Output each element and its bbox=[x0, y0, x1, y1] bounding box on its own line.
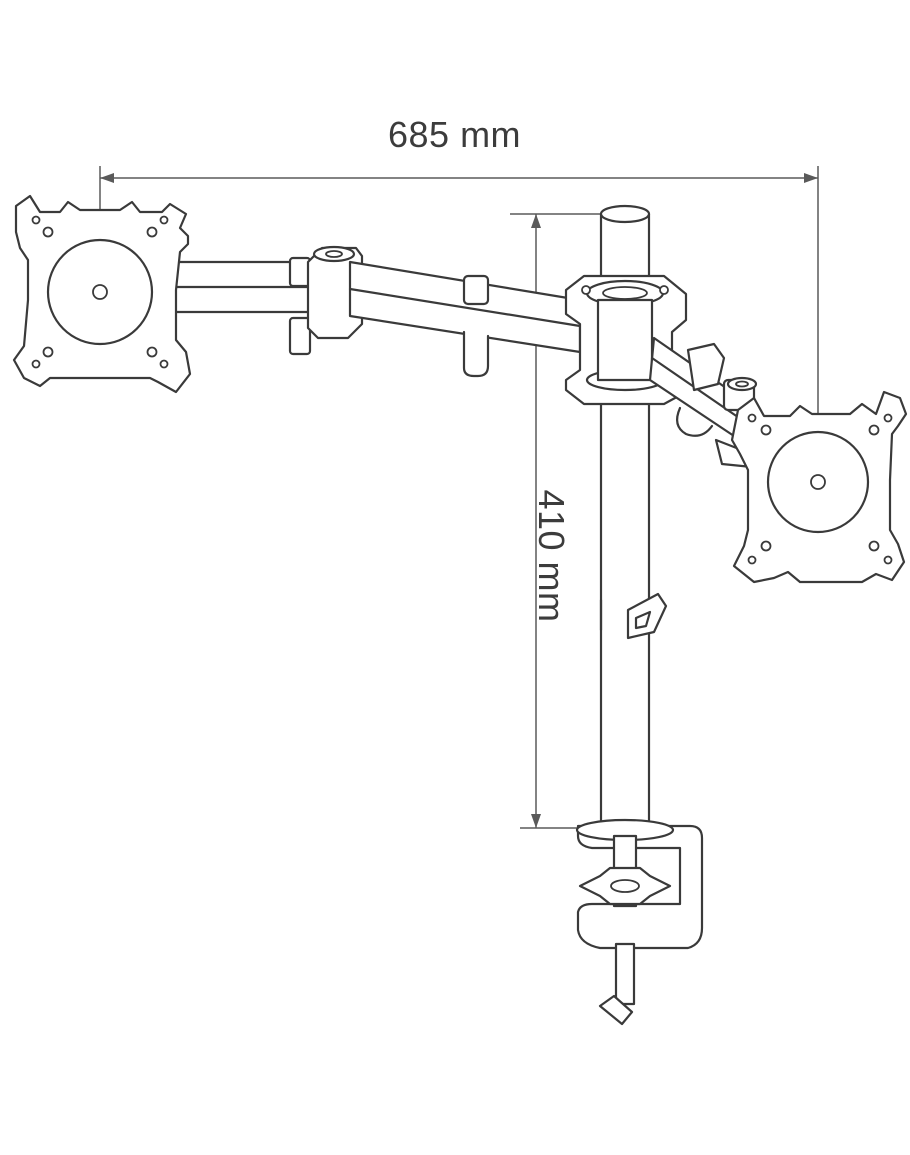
right-vesa-plate bbox=[730, 390, 908, 584]
left-arm-inner bbox=[158, 256, 332, 356]
width-dimension-label: 685 mm bbox=[388, 114, 522, 155]
cable-clip bbox=[626, 592, 668, 640]
desk-clamp bbox=[575, 818, 704, 1026]
height-dimension-label: 410 mm bbox=[531, 489, 572, 623]
left-vesa-plate bbox=[12, 194, 192, 394]
left-arm-outer bbox=[348, 260, 582, 378]
left-elbow-joint bbox=[306, 245, 364, 340]
